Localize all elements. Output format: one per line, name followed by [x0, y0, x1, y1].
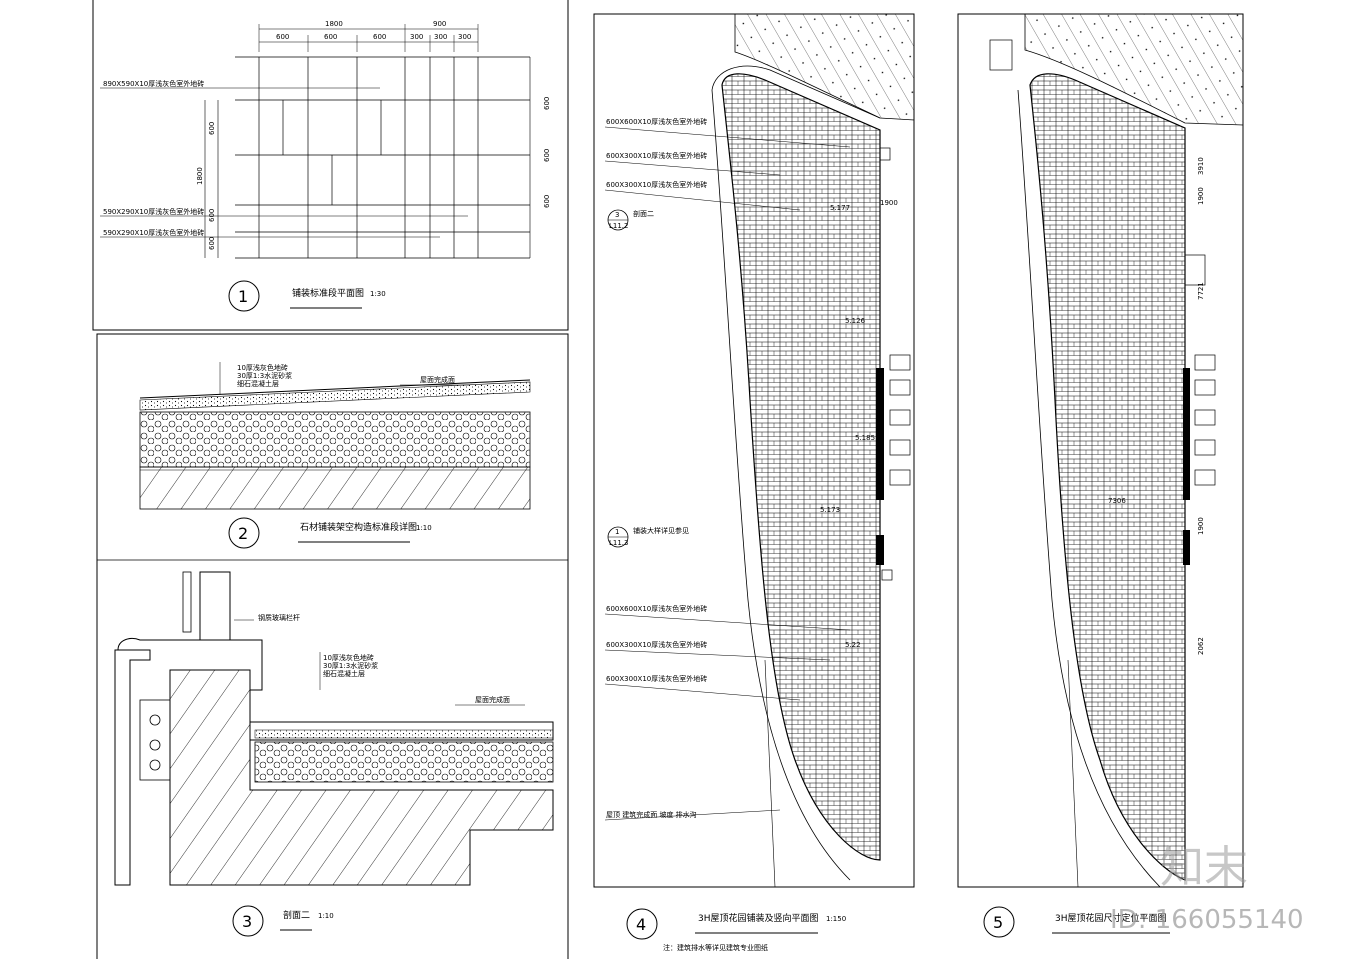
dim-top-total-2: 900	[433, 20, 446, 28]
detail1-label-2: 590X290X10厚浅灰色室外地砖	[103, 207, 204, 216]
detail-4-plan: 600X600X10厚浅灰色室外地砖 600X300X10厚浅灰色室外地砖 60…	[593, 13, 915, 952]
detail2-layer-3: 细石混凝土层	[237, 379, 279, 388]
detail5-dim-2: 1900	[1197, 517, 1205, 535]
dim-top-part-2: 600	[324, 33, 337, 41]
detail-2-section: 10厚浅灰色地砖 30厚1:3水泥砂浆 细石混凝土层 屋面完成面 2 石材铺装架…	[96, 333, 569, 959]
dim-1900: 1900	[880, 199, 898, 207]
detail3-callout-finish: 屋面完成面	[475, 695, 510, 704]
detail-4-scale: 1:150	[826, 915, 846, 923]
detail2-layer-1: 10厚浅灰色地砖	[237, 363, 288, 372]
detail-1-number: 1	[238, 287, 248, 306]
detail3-layer-2: 30厚1:3水泥砂浆	[323, 661, 378, 670]
detail-5-title: 3H屋顶花园尺寸定位平面图	[1055, 912, 1167, 924]
detail-3-marker	[232, 905, 264, 937]
detail4-label-4: 600X600X10厚浅灰色室外地砖	[606, 604, 707, 613]
detail5-dim-3: 7721	[1197, 282, 1205, 300]
watermark-logo: 知末	[1160, 842, 1248, 893]
dim-side-left-2: 1800	[196, 167, 204, 185]
dim-top-part-3: 600	[373, 33, 386, 41]
detail-3-scale: 1:10	[318, 912, 334, 920]
watermark: 知末 ID: 166055140	[1110, 842, 1304, 935]
detail-1-title: 铺装标准段平面图	[292, 287, 364, 299]
elevation-4: 5.22	[845, 641, 861, 649]
detail4-label-1: 600X600X10厚浅灰色室外地砖	[606, 117, 707, 126]
detail5-dim-5: 7306	[1108, 497, 1126, 505]
detail4-label-3: 600X300X10厚浅灰色室外地砖	[606, 180, 707, 189]
detail-4-note: 注：建筑排水等详见建筑专业图纸	[663, 943, 768, 952]
detail4-label-6: 600X300X10厚浅灰色室外地砖	[606, 674, 707, 683]
detail2-layer-2: 30厚1:3水泥砂浆	[237, 371, 292, 380]
dim-side-left-1: 600	[208, 122, 216, 135]
dim-top-part-1: 600	[276, 33, 289, 41]
detail-1-plan: 1800 900 600 600 600 300 300 300	[92, 0, 569, 331]
section-tag-sheet: L11.2	[609, 222, 629, 230]
detail-4-marker	[626, 908, 658, 940]
section-tag-num: 3	[615, 211, 619, 219]
dim-side-right-1: 600	[543, 97, 551, 110]
detail-2-marker	[228, 517, 260, 549]
detail-1-marker	[228, 280, 260, 312]
ref-tag-sheet: L11.3	[609, 539, 629, 547]
elevation-1: 5.177	[830, 204, 850, 212]
detail1-label-1: 890X590X10厚浅灰色室外地砖	[103, 79, 204, 88]
detail1-label-3: 590X290X10厚浅灰色室外地砖	[103, 228, 204, 237]
section-tag-label: 剖面二	[633, 209, 654, 218]
dim-side-right-3: 600	[543, 195, 551, 208]
elevation-5: 5.173	[820, 506, 840, 514]
ref-tag-num: 1	[615, 528, 619, 536]
detail5-dim-4: 3910	[1197, 157, 1205, 175]
dim-top-part-5: 300	[434, 33, 447, 41]
detail4-label-7: 屋顶 建筑完成面 坡度 排水沟	[606, 810, 697, 819]
ref-tag-label: 铺装大样详见参见	[633, 526, 689, 535]
detail3-layer-1: 10厚浅灰色地砖	[323, 653, 374, 662]
watermark-id: ID: 166055140	[1110, 905, 1304, 935]
detail-3-title: 剖面二	[283, 909, 310, 921]
detail4-label-5: 600X300X10厚浅灰色室外地砖	[606, 640, 707, 649]
detail-3-section: 钢质玻璃栏杆 10厚浅灰色地砖 30厚1:3水泥砂浆 细石混凝土层 屋面完成面 …	[97, 559, 568, 937]
detail3-callout-railing: 钢质玻璃栏杆	[258, 613, 300, 622]
detail5-dim-6: 2062	[1197, 637, 1205, 655]
dim-top-part-6: 300	[458, 33, 471, 41]
detail-1-scale: 1:30	[370, 290, 386, 298]
detail-3-number: 3	[242, 912, 252, 931]
elevation-2: 5.126	[845, 317, 866, 325]
detail3-layer-3: 细石混凝土层	[323, 669, 365, 678]
dim-top-part-4: 300	[410, 33, 423, 41]
detail-4-title: 3H屋顶花园铺装及竖向平面图	[698, 912, 819, 924]
detail-5-plan: 1900 1900 7721 3910 7306 2062 5 3H屋顶花园尺寸…	[957, 13, 1244, 938]
detail-5-number: 5	[993, 913, 1003, 932]
dim-side-left-4: 600	[208, 237, 216, 250]
detail-2-title: 石材铺装架空构造标准段详图	[300, 521, 417, 533]
dim-top-total-1: 1800	[325, 20, 343, 28]
detail2-callout: 屋面完成面	[420, 375, 455, 384]
dim-side-right-2: 600	[543, 149, 551, 162]
detail5-dim-1: 1900	[1197, 187, 1205, 205]
detail-4-number: 4	[636, 915, 646, 934]
elevation-3: 5.185	[855, 434, 875, 442]
detail-2-scale: 1:10	[416, 524, 432, 532]
dim-side-left-3: 600	[208, 209, 216, 222]
detail-5-marker	[983, 906, 1015, 938]
detail4-label-2: 600X300X10厚浅灰色室外地砖	[606, 151, 707, 160]
detail-2-number: 2	[238, 524, 248, 543]
